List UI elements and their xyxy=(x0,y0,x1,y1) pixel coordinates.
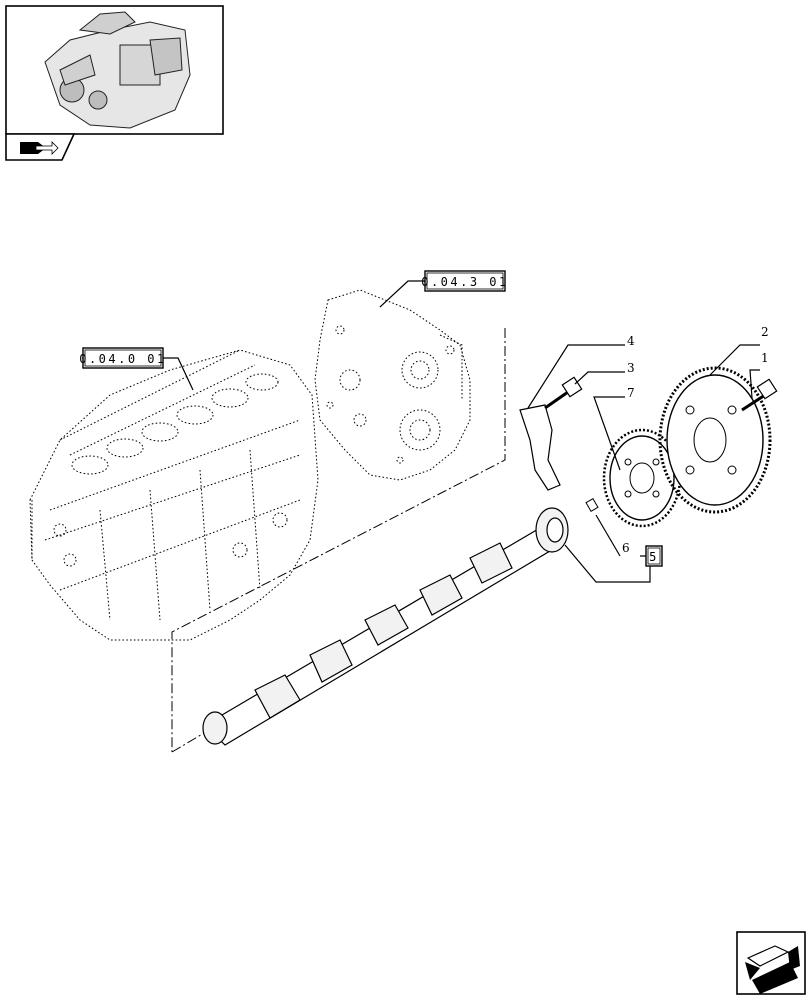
camshaft xyxy=(202,507,569,746)
callout-7: 7 xyxy=(627,386,635,400)
callout-3: 3 xyxy=(627,361,635,375)
reference-label: 0.04.3 01 xyxy=(421,275,509,289)
assembly-frame xyxy=(171,328,506,753)
pin xyxy=(585,497,599,513)
reference-box-0040[interactable]: 0.04.0 01 xyxy=(79,347,167,369)
reference-label: 0.04.0 01 xyxy=(79,352,167,366)
callout-numbers: 1 2 3 4 7 6 xyxy=(622,325,769,555)
reference-box-5[interactable]: 5 xyxy=(645,545,663,567)
small-gear xyxy=(602,428,682,528)
callout-2: 2 xyxy=(761,325,769,339)
next-page-arrow-icon[interactable] xyxy=(736,931,806,995)
bolt-1 xyxy=(741,378,778,412)
reference-box-0043[interactable]: 0.04.3 01 xyxy=(421,270,509,292)
reference-label: 5 xyxy=(649,550,659,564)
timing-cover xyxy=(314,289,471,481)
section-tab[interactable] xyxy=(5,133,76,161)
bracket xyxy=(519,404,561,491)
large-gear xyxy=(658,366,772,514)
callout-6: 6 xyxy=(622,541,630,555)
engine-thumbnail[interactable] xyxy=(5,5,224,135)
leader-lines xyxy=(163,280,760,583)
bolt-3 xyxy=(544,376,583,410)
callout-1: 1 xyxy=(761,351,769,365)
engine-block xyxy=(29,349,319,641)
book-with-arrow-icon xyxy=(20,141,59,155)
callout-4: 4 xyxy=(627,334,635,348)
